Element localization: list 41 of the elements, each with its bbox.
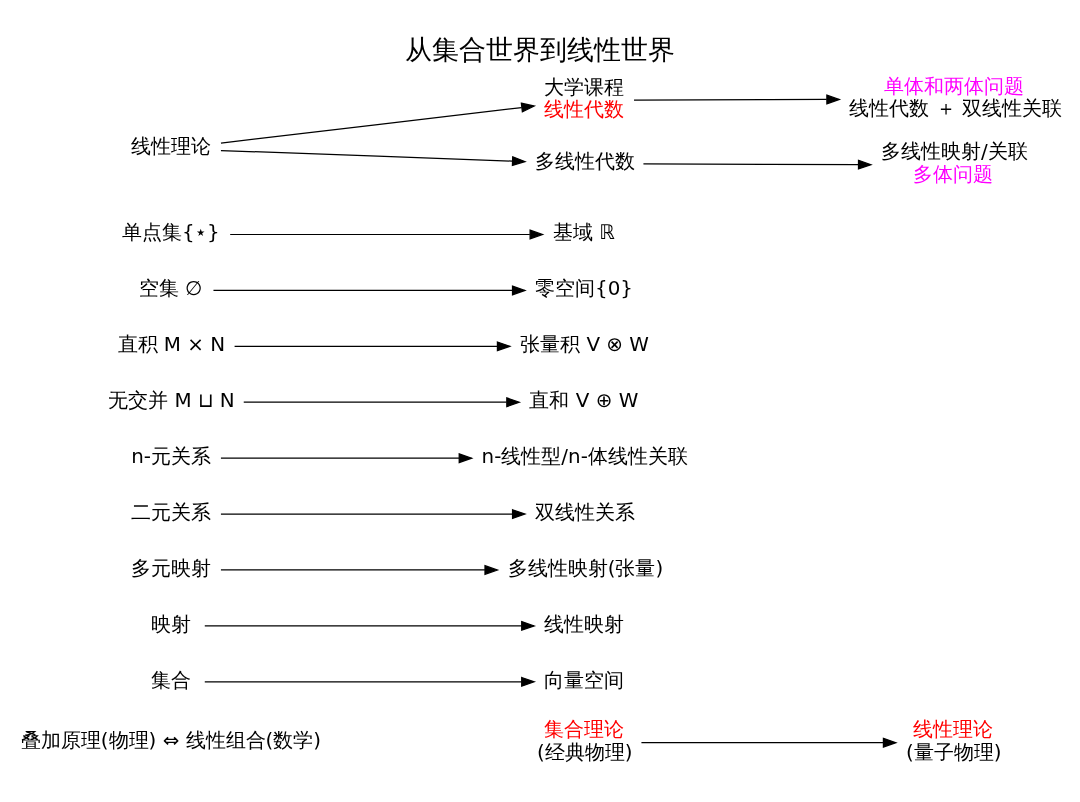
node-text: 线性映射 (544, 612, 625, 636)
arrow (204, 620, 536, 632)
node-text: 多线性映射/关联 多体问题 (881, 140, 1028, 186)
node-text: 线性理论 (131, 135, 212, 159)
arrow (229, 229, 545, 240)
node-text: 直和 V ⊕ W (529, 388, 639, 412)
node-text: 基域 ℝ (553, 221, 616, 245)
arrow (220, 508, 527, 520)
node-text: 多线性映射(张量) (507, 556, 664, 580)
node-text: 多元映射 (131, 556, 212, 580)
arrow (233, 341, 512, 352)
arrow (220, 452, 474, 464)
node-text: 集合理论 (经典物理) (536, 718, 633, 764)
node-text: 空集 ∅ (138, 277, 203, 301)
label: 叠加原理(物理) ⇔ 线性组合(数学) (20, 729, 322, 753)
node-text: 映射 (151, 612, 192, 636)
node-text: 大学课程 线性代数 (544, 75, 625, 122)
node-text: n-元关系 (131, 444, 211, 468)
arrow (640, 737, 898, 748)
arrow (220, 149, 527, 167)
arrow (212, 285, 527, 296)
node-text: 直积 M × N (117, 333, 226, 357)
node-text: 单体和两体问题 线性代数 ＋ 双线性关联 (849, 74, 1063, 120)
node-text: 集合 (151, 668, 192, 692)
diagram-title: 从集合世界到线性世界 (405, 33, 675, 65)
node-text: 单点集{⋆} (121, 221, 220, 245)
arrow (642, 159, 873, 170)
node-text: 线性理论 (量子物理) (905, 718, 1002, 764)
node-text: 多线性代数 (535, 150, 636, 174)
node-text: 双线性关系 (535, 500, 636, 524)
arrow (220, 564, 500, 576)
node-text: 零空间{0} (535, 277, 633, 301)
node-text: n-线性型/n-体线性关联 (481, 444, 688, 468)
node-text: 无交并 M ⊔ N (108, 388, 235, 412)
node-text: 向量空间 (544, 668, 625, 692)
node-text: 张量积 V ⊗ W (520, 333, 649, 357)
arrow (633, 94, 842, 105)
arrow (243, 397, 522, 408)
node-text: 二元关系 (131, 500, 212, 524)
arrow (204, 676, 536, 688)
arrow (220, 102, 537, 144)
